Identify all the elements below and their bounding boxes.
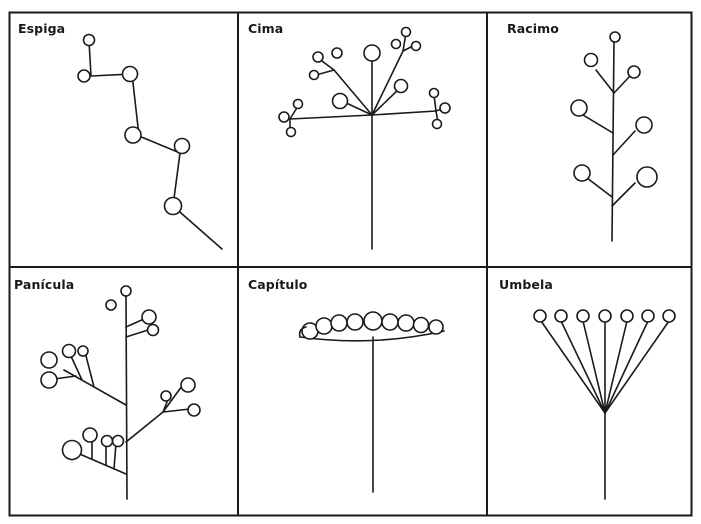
panel-panicula: Panícula [10, 267, 238, 516]
panel-label-espiga: Espiga [18, 21, 66, 36]
panel-label-capitulo: Capítulo [248, 277, 308, 292]
panicula-stems [53, 294, 191, 500]
panel-label-panicula: Panícula [14, 277, 75, 292]
cima-stems [283, 32, 445, 250]
panicula-flowers [40, 285, 201, 461]
grid-border [8, 11, 693, 517]
panel-label-cima: Cima [248, 21, 284, 36]
panel-label-umbela: Umbela [499, 277, 553, 292]
panel-capitulo: Capítulo [238, 267, 487, 516]
capitulo-flowers [298, 311, 444, 340]
racimo-illustration [570, 31, 658, 242]
capitulo-stem [299, 330, 445, 493]
cima-flowers [278, 26, 451, 138]
panel-cima: Cima [238, 13, 487, 267]
espiga-stem [88, 40, 223, 250]
racimo-flowers [570, 31, 658, 188]
umbela-flowers [533, 309, 676, 323]
umbela-stems [540, 320, 670, 500]
panel-label-racimo: Racimo [507, 21, 559, 36]
cima-illustration [278, 26, 451, 250]
panel-espiga: Espiga [10, 13, 238, 267]
espiga-illustration [77, 33, 223, 250]
racimo-stems [582, 39, 636, 242]
panicula-illustration [40, 285, 201, 500]
umbela-illustration [533, 309, 676, 500]
capitulo-illustration [298, 311, 445, 493]
panel-racimo: Racimo [487, 13, 691, 267]
espiga-flowers [77, 33, 191, 216]
panel-umbela: Umbela [487, 267, 691, 516]
